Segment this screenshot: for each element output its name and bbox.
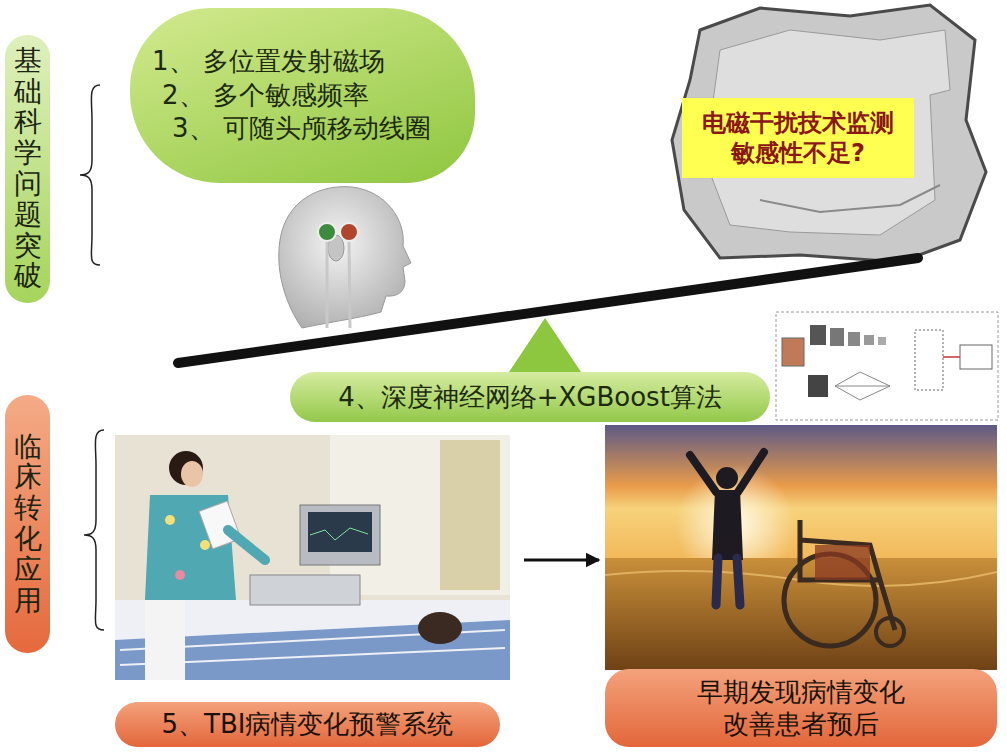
- ward-photo-part: [308, 512, 372, 552]
- fulcrum-triangle: [505, 318, 585, 378]
- brace: [84, 430, 104, 630]
- flow-arrow: [524, 559, 599, 562]
- head-illustration-part: [340, 223, 358, 241]
- ward-photo-part: [145, 600, 185, 680]
- photo-panel: 5、TBI病情变化预警系统: [115, 435, 510, 747]
- feature-bubble: 1、 多位置发射磁场2、 多个敏感频率3、 可随头颅移动线圈: [130, 8, 475, 183]
- problem-label: 电磁干扰技术监测 敏感性不足?: [682, 98, 914, 178]
- ward-photo-part: [175, 570, 185, 580]
- node-label: 电磁干扰技术监测 敏感性不足?: [693, 108, 903, 168]
- network-thumbnail-part: [830, 328, 844, 346]
- rock-illustration: [672, 5, 986, 262]
- recovery-photo-part: [800, 520, 895, 630]
- network-thumbnail-part: [878, 337, 886, 345]
- recovery-photo-part: [716, 558, 740, 605]
- network-thumbnail-part: [782, 338, 804, 366]
- node-label: 早期发现病情变化 改善患者预后: [689, 676, 914, 741]
- ward-photo-part: [250, 575, 360, 605]
- ward-photo-part: [200, 540, 210, 550]
- caption-pill: 早期发现病情变化 改善患者预后: [605, 669, 997, 747]
- ward-photo-part: [440, 440, 500, 590]
- caption-pill: 5、TBI病情变化预警系统: [115, 702, 500, 747]
- head-illustration-part: [279, 187, 411, 328]
- ward-photo-part: [165, 515, 175, 525]
- brace: [80, 85, 100, 265]
- network-thumbnail-part: [835, 372, 890, 400]
- ward-photo-part: [115, 435, 510, 680]
- network-thumbnail-part: [776, 312, 998, 420]
- ward-photo-part: [418, 612, 462, 644]
- node-label: 4、深度神经网络+XGBoost算法: [338, 380, 722, 415]
- recovery-photo-part: [690, 452, 764, 492]
- network-thumbnail-part: [848, 332, 860, 346]
- network-thumbnail-part: [808, 375, 828, 397]
- feature-item: 1、 多位置发射磁场: [152, 45, 455, 79]
- photo-panel: 早期发现病情变化 改善患者预后: [605, 425, 997, 747]
- category-band: 临床转化应用: [5, 395, 50, 653]
- recovery-photo: [605, 425, 997, 670]
- recovery-photo-part: [712, 490, 743, 560]
- ward-photo-part: [228, 530, 265, 560]
- head-illustration-part: [318, 223, 336, 241]
- recovery-photo-part: [716, 467, 738, 489]
- head-illustration: [279, 187, 411, 328]
- network-thumbnail-part: [943, 356, 960, 358]
- node-label: 5、TBI病情变化预警系统: [162, 708, 454, 741]
- node-label: 基础科学问题突破: [14, 46, 42, 292]
- network-thumbnail-part: [915, 330, 943, 390]
- recovery-photo-part: [815, 545, 870, 580]
- rock-illustration-part: [672, 5, 986, 262]
- ward-photo-part: [115, 600, 510, 680]
- category-band: 基础科学问题突破: [5, 35, 50, 303]
- recovery-photo-part: [876, 618, 904, 646]
- ward-photo: [115, 435, 510, 680]
- ward-photo-part: [181, 461, 203, 487]
- node-label: 临床转化应用: [14, 432, 42, 617]
- network-thumbnail-part: [864, 335, 874, 345]
- ward-photo-part: [310, 528, 368, 540]
- head-illustration-part: [326, 240, 329, 328]
- ward-photo-part: [300, 505, 380, 565]
- head-illustration-part: [349, 240, 350, 328]
- rock-illustration-part: [760, 185, 940, 212]
- network-thumbnail-part: [960, 345, 992, 369]
- network-thumbnail: [776, 312, 998, 420]
- algorithm-pill: 4、深度神经网络+XGBoost算法: [290, 372, 770, 422]
- feature-item: 2、 多个敏感频率: [162, 79, 455, 113]
- network-thumbnail-part: [810, 325, 826, 345]
- feature-item: 3、 可随头颅移动线圈: [172, 112, 455, 146]
